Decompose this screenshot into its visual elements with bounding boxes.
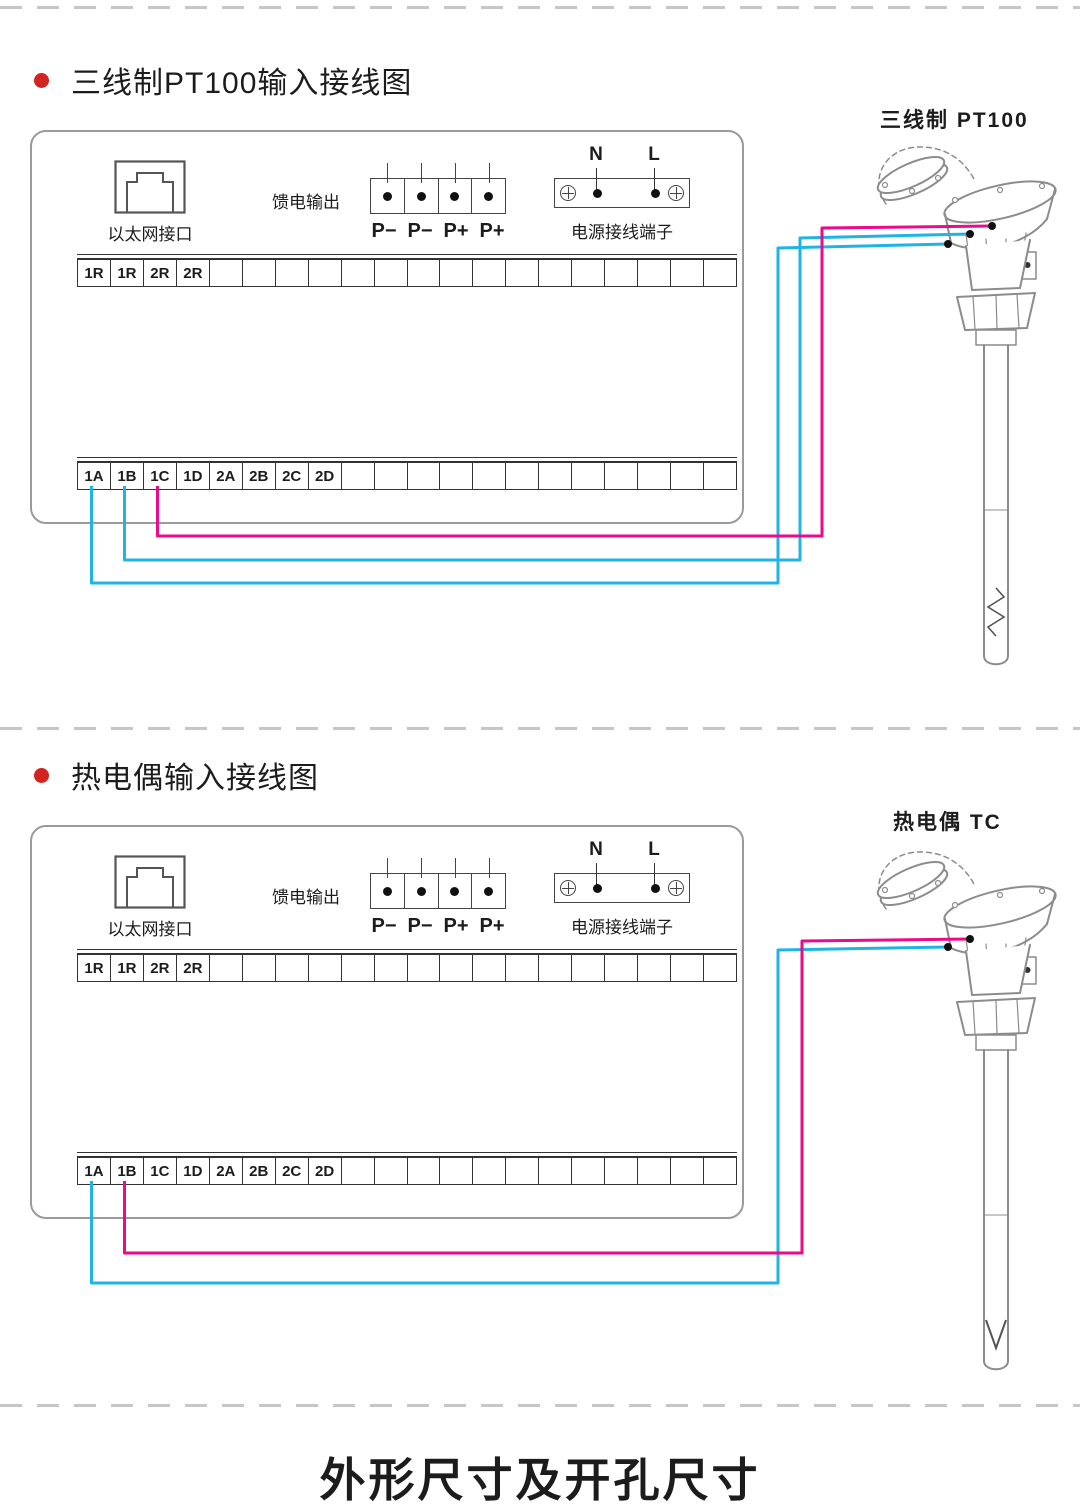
terminal-cell <box>276 955 309 981</box>
terminal-cell <box>342 955 375 981</box>
dashed-separator-bottom <box>0 1404 1080 1407</box>
terminal-label: P+ <box>479 915 505 937</box>
power-terminal-block <box>554 178 690 208</box>
terminal-cell: 2R <box>144 955 177 981</box>
power-n-dot <box>593 188 602 198</box>
ethernet-label: 以太网接口 <box>107 920 193 939</box>
terminal-cell <box>704 955 736 981</box>
terminal-cell: 2D <box>309 1158 342 1184</box>
terminal-cell <box>210 955 243 981</box>
section-title: 三线制PT100输入接线图 <box>71 67 413 100</box>
bullet-icon <box>34 767 49 783</box>
dashed-separator-top <box>0 6 1080 9</box>
power-l-label: L <box>644 839 664 885</box>
terminal-cell: 2B <box>243 1158 276 1184</box>
terminal-cell <box>440 955 474 981</box>
terminal-cell: 1A <box>78 1158 111 1184</box>
bullet-icon <box>34 72 49 88</box>
terminal-cell <box>375 955 408 981</box>
terminal-cell <box>473 955 507 981</box>
terminal-cell <box>638 955 672 981</box>
feed-output-label: 馈电输出 <box>272 888 340 907</box>
power-n-label: N <box>586 144 606 190</box>
section-title: 热电偶输入接线图 <box>71 762 319 795</box>
page-footer-title: 外形尺寸及开孔尺寸 <box>319 1454 761 1506</box>
terminal-cell <box>243 955 276 981</box>
feed-terminal <box>405 858 439 908</box>
terminal-cell <box>473 1158 507 1184</box>
feed-terminal <box>439 163 473 213</box>
feed-terminal <box>472 163 505 213</box>
power-terminal-label: 电源接线端子 <box>571 918 673 937</box>
terminal-cell: 1C <box>144 1158 177 1184</box>
power-n-dot <box>593 883 602 893</box>
terminal-cell: 1D <box>177 1158 210 1184</box>
feed-output-terminals <box>370 163 506 214</box>
terminal-cell <box>605 955 639 981</box>
section-header: 三线制PT100输入接线图 <box>34 58 412 102</box>
power-l-dot <box>651 883 660 893</box>
sensor-label: 三线制 PT100 <box>880 109 1029 132</box>
screw-icon <box>560 185 576 201</box>
screw-icon <box>560 880 576 896</box>
terminal-cell <box>408 1158 441 1184</box>
feed-terminal <box>371 858 405 908</box>
terminal-cell <box>671 955 705 981</box>
terminal-cell: 1B <box>111 1158 144 1184</box>
terminal-cell: 1R <box>111 955 144 981</box>
feed-terminal <box>371 163 405 213</box>
feed-output-terminals <box>370 858 506 909</box>
terminal-cell <box>704 1158 736 1184</box>
terminal-label: P− <box>407 915 433 937</box>
feed-terminal <box>439 858 473 908</box>
terminal-cell <box>309 955 342 981</box>
terminal-cell: 2A <box>210 1158 243 1184</box>
sensor-label: 热电偶 TC <box>893 811 1002 834</box>
feed-output-label: 馈电输出 <box>272 193 340 212</box>
terminal-cell <box>605 1158 639 1184</box>
ethernet-port-icon <box>114 855 186 914</box>
power-l-dot <box>651 188 660 198</box>
power-n-label: N <box>586 839 606 885</box>
terminal-cell <box>506 1158 540 1184</box>
dashed-separator-middle <box>0 727 1080 730</box>
terminal-label: P+ <box>443 915 469 937</box>
power-terminal-block <box>554 873 690 903</box>
terminal-cell <box>539 1158 573 1184</box>
feed-terminal-labels: P− P− P+ P+ <box>366 915 510 938</box>
terminal-cell <box>572 1158 606 1184</box>
terminal-cell <box>408 955 441 981</box>
feed-terminal <box>405 163 439 213</box>
terminal-cell <box>638 1158 672 1184</box>
terminal-cell <box>440 1158 474 1184</box>
terminal-cell <box>572 955 606 981</box>
feed-terminal <box>472 858 505 908</box>
terminal-cell: 1R <box>78 955 111 981</box>
section-header: 热电偶输入接线图 <box>34 753 319 797</box>
power-l-label: L <box>644 144 664 190</box>
terminal-cell <box>375 1158 408 1184</box>
terminal-cell <box>539 955 573 981</box>
screw-icon <box>668 880 684 896</box>
terminal-label: P− <box>371 915 397 937</box>
terminal-cell <box>671 1158 705 1184</box>
screw-icon <box>668 185 684 201</box>
terminal-cell: 2R <box>177 955 210 981</box>
terminal-cell: 2C <box>276 1158 309 1184</box>
terminal-cell <box>342 1158 375 1184</box>
terminal-cell <box>506 955 540 981</box>
ethernet-port-icon <box>114 160 186 219</box>
